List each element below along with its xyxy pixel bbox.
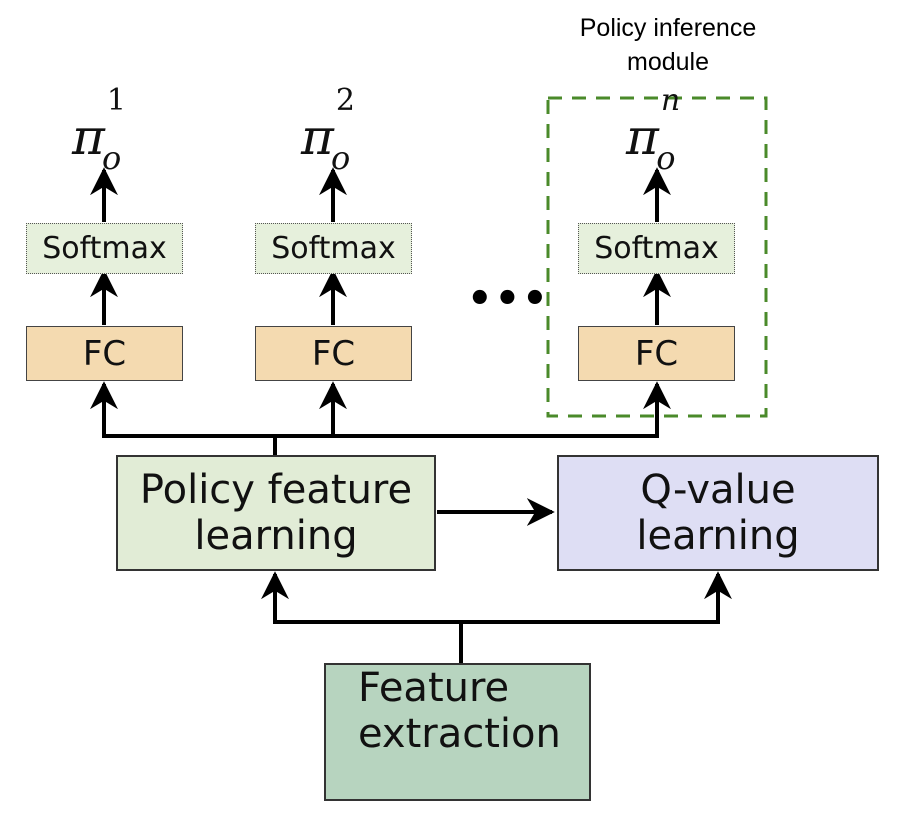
softmax-box-1: Softmax <box>26 223 183 274</box>
module-label-line2: module <box>627 47 709 76</box>
feature-extraction-line1: Feature <box>358 665 510 711</box>
pi-symbol: π <box>626 108 659 166</box>
pi-superscript: 1 <box>106 83 126 119</box>
module-label-line1: Policy inference <box>579 14 757 42</box>
fc-box-1: FC <box>26 326 183 381</box>
feature-extraction-box: Feature extraction <box>324 663 591 801</box>
policy-feature-learning-line1: Policy feature <box>139 467 413 513</box>
softmax-box-n: Softmax <box>578 223 735 274</box>
fc-box-n: FC <box>578 326 735 381</box>
policy-output-n: πno <box>626 86 680 174</box>
policy-output-1: π1 o <box>72 86 126 174</box>
q-value-learning-line2: learning <box>636 513 800 559</box>
policy-feature-learning-line2: learning <box>194 513 358 559</box>
policy-output-2: π2 o <box>301 86 355 174</box>
pi-subscript: o <box>101 139 122 177</box>
q-value-learning-line1: Q-value <box>640 467 796 513</box>
policy-feature-learning-box: Policy feature learning <box>116 455 436 571</box>
pi-superscript: 2 <box>335 83 355 119</box>
ellipsis: ••• <box>467 276 550 322</box>
q-value-learning-box: Q-value learning <box>557 455 879 571</box>
fc-box-2: FC <box>255 326 412 381</box>
softmax-box-2: Softmax <box>255 223 412 274</box>
pi-superscript: n <box>660 83 681 119</box>
pi-symbol: π <box>72 108 105 166</box>
pi-symbol: π <box>301 108 334 166</box>
pi-subscript: o <box>330 139 351 177</box>
policy-inference-module-frame <box>546 96 768 418</box>
pi-subscript: o <box>656 139 676 177</box>
policy-inference-module-label: Policy inference module <box>548 12 788 80</box>
feature-extraction-line2: extraction <box>358 711 561 757</box>
